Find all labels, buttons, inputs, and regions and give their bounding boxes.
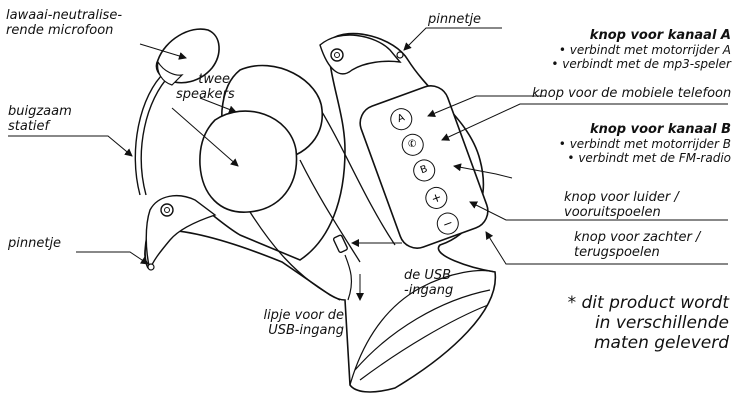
label-channel-b-line2: • verbindt met de FM-radio bbox=[567, 151, 731, 165]
label-usb-flap: lipje voor de USB-ingang bbox=[232, 308, 344, 338]
label-channel-a-line2: • verbindt met de mp3-speler bbox=[551, 57, 731, 71]
label-boom: buigzaam statief bbox=[8, 104, 72, 134]
label-channel-b-title: knop voor kanaal B bbox=[589, 122, 731, 137]
label-phone: knop voor de mobiele telefoon bbox=[532, 86, 732, 101]
speaker-cable-2 bbox=[249, 211, 341, 301]
channel-b-button[interactable]: B bbox=[410, 156, 439, 185]
label-usb-flap-line2: USB-ingang bbox=[268, 323, 344, 338]
phone-button[interactable]: ✆ bbox=[398, 130, 427, 159]
label-channel-a: knop voor kanaal A • verbindt met motorr… bbox=[551, 28, 731, 71]
label-microphone-line1: lawaai-neutralise- bbox=[6, 8, 123, 23]
size-note-line3: maten geleverd bbox=[593, 333, 729, 353]
leader-volume-down bbox=[485, 231, 728, 265]
volume-down-button[interactable]: − bbox=[433, 209, 462, 238]
plus-icon: + bbox=[429, 189, 444, 207]
usb-connector bbox=[332, 234, 348, 253]
label-channel-b: knop voor kanaal B • verbindt met motorr… bbox=[559, 122, 731, 165]
speaker-lower bbox=[199, 110, 298, 213]
label-usb-input-line2: -ingang bbox=[404, 283, 454, 298]
label-pin-left: pinnetje bbox=[8, 236, 62, 251]
size-note-line2: in verschillende bbox=[594, 313, 729, 333]
leader-speaker-2 bbox=[171, 107, 239, 167]
label-volume-down: knop voor zachter / terugspoelen bbox=[574, 230, 700, 260]
size-note: * dit product wordt in verschillende mat… bbox=[568, 293, 729, 353]
upper-mount-hole bbox=[330, 48, 344, 62]
label-channel-a-line1: • verbindt met motorrijder A bbox=[558, 43, 731, 57]
label-channel-a-title: knop voor kanaal A bbox=[589, 28, 731, 43]
label-boom-line2: statief bbox=[8, 119, 50, 134]
label-speakers-line1: twee bbox=[198, 72, 230, 87]
leader-pin-left bbox=[76, 251, 149, 265]
label-pin-top: pinnetje bbox=[428, 12, 482, 27]
leader-phone bbox=[441, 103, 728, 141]
label-channel-b-line1: • verbindt met motorrijder B bbox=[558, 137, 731, 151]
label-usb-input: de USB -ingang bbox=[404, 268, 453, 298]
label-speakers: twee speakers bbox=[176, 72, 235, 102]
label-usb-flap-line1: lipje voor de bbox=[263, 308, 344, 323]
lower-mount-hole bbox=[160, 203, 174, 217]
volume-up-button[interactable]: + bbox=[422, 183, 451, 213]
leader-microphone bbox=[139, 43, 187, 60]
channel-b-glyph: B bbox=[418, 163, 430, 177]
label-volume-down-line2: terugspoelen bbox=[574, 245, 660, 260]
leader-boom bbox=[8, 135, 133, 157]
speaker-cable-1 bbox=[299, 159, 361, 263]
lower-pin bbox=[147, 263, 155, 271]
leader-channel-b bbox=[453, 163, 513, 179]
label-volume-up-line2: vooruitspoelen bbox=[564, 205, 661, 220]
usb-flap-fold bbox=[349, 269, 496, 386]
leader-speaker-1 bbox=[199, 97, 237, 114]
label-microphone-line2: rende microfoon bbox=[6, 23, 114, 38]
label-volume-down-line1: knop voor zachter / bbox=[574, 230, 701, 245]
label-volume-up-line1: knop voor luider / bbox=[564, 190, 679, 205]
leader-volume-up bbox=[469, 201, 728, 221]
label-volume-up: knop voor luider / vooruitspoelen bbox=[564, 190, 679, 220]
channel-a-glyph: A bbox=[396, 112, 407, 126]
upper-pin bbox=[396, 51, 404, 59]
label-speakers-line2: speakers bbox=[176, 87, 235, 102]
phone-icon: ✆ bbox=[406, 137, 419, 151]
leader-pin-top bbox=[403, 27, 502, 51]
label-boom-line1: buigzaam bbox=[8, 104, 72, 119]
channel-a-button[interactable]: A bbox=[387, 105, 416, 134]
boom-arm bbox=[134, 71, 171, 196]
label-microphone: lawaai-neutralise- rende microfoon bbox=[6, 8, 122, 38]
label-usb-input-line1: de USB bbox=[404, 268, 452, 283]
upper-mount-plate bbox=[319, 34, 402, 75]
minus-icon: − bbox=[440, 215, 455, 232]
leader-channel-a bbox=[427, 95, 546, 117]
size-note-line1: * dit product wordt bbox=[567, 293, 729, 313]
